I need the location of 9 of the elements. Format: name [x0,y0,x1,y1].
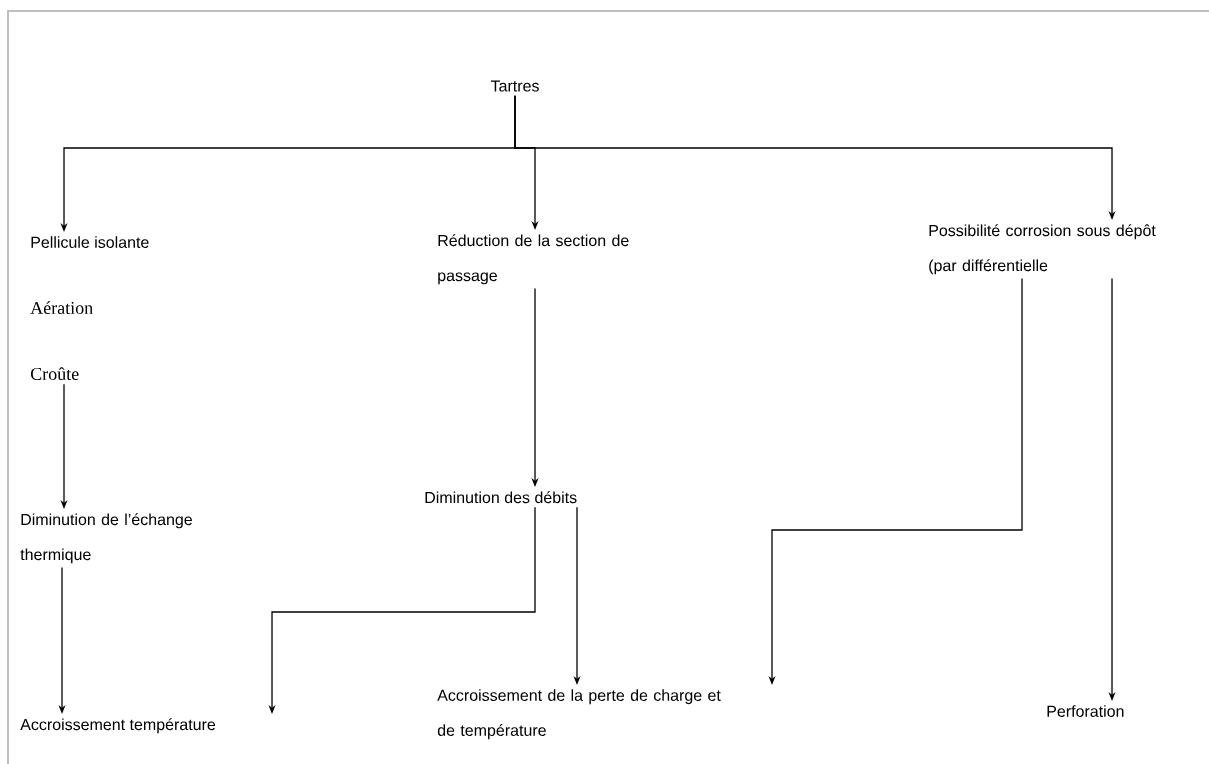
text-label: Accroissement température [20,718,216,734]
text-label: Pellicule isolante Aération Croûte [30,236,149,380]
text-label: Tartres [490,80,539,92]
text-label: Possibilité corrosion sous dépôt (par différentielle [929,224,1156,275]
text-label: Réduction de la section de passage [438,234,629,285]
text-label: Accroissement de la perte de charge et de température [437,689,721,740]
text-label: Perforation [1047,705,1124,717]
text-label: Diminution de l’échange thermique [20,513,192,564]
text-label: Diminution des débits [425,491,577,504]
